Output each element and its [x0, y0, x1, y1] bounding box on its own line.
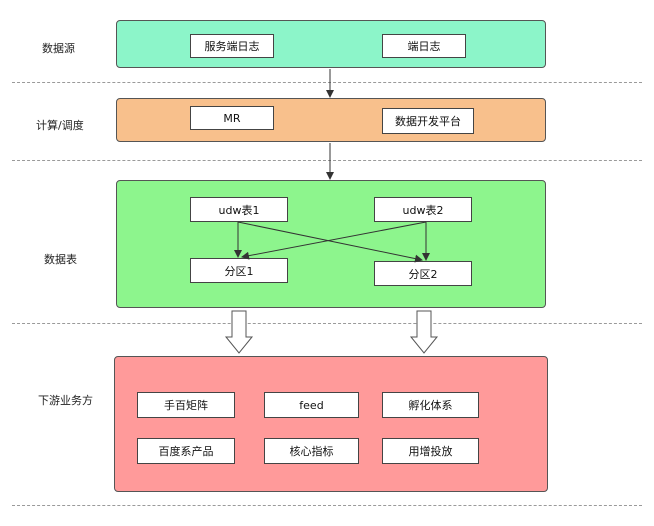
panel-tables [116, 180, 546, 308]
box-incubation-system: 孵化体系 [382, 392, 479, 418]
box-partition-2: 分区2 [374, 261, 472, 286]
row-label-source: 数据源 [42, 42, 75, 55]
arrow-udw2-to-partition1 [241, 221, 427, 260]
box-core-metrics: 核心指标 [264, 438, 359, 464]
box-shoubai-matrix: 手百矩阵 [137, 392, 235, 418]
box-partition-1: 分区1 [190, 258, 288, 283]
separator-1 [12, 82, 642, 83]
box-udw-table-2: udw表2 [374, 197, 472, 222]
box-mr: MR [190, 106, 274, 130]
box-client-log: 端日志 [382, 34, 466, 58]
box-baidu-products: 百度系产品 [137, 438, 235, 464]
box-server-log: 服务端日志 [190, 34, 274, 58]
separator-3 [12, 323, 642, 324]
panel-compute [116, 98, 546, 142]
panel-source [116, 20, 546, 68]
row-label-tables: 数据表 [44, 253, 77, 266]
block-arrow-right [409, 310, 439, 354]
row-label-compute: 计算/调度 [36, 119, 84, 132]
separator-2 [12, 160, 642, 161]
box-data-dev-platform: 数据开发平台 [382, 108, 474, 134]
block-arrow-left [224, 310, 254, 354]
box-growth-placement: 用增投放 [382, 438, 479, 464]
box-udw-table-1: udw表1 [190, 197, 288, 222]
arrow-udw1-to-partition2 [237, 221, 423, 263]
row-label-downstream: 下游业务方 [38, 394, 93, 407]
separator-4 [12, 505, 642, 506]
box-feed: feed [264, 392, 359, 418]
panel-downstream [114, 356, 548, 492]
